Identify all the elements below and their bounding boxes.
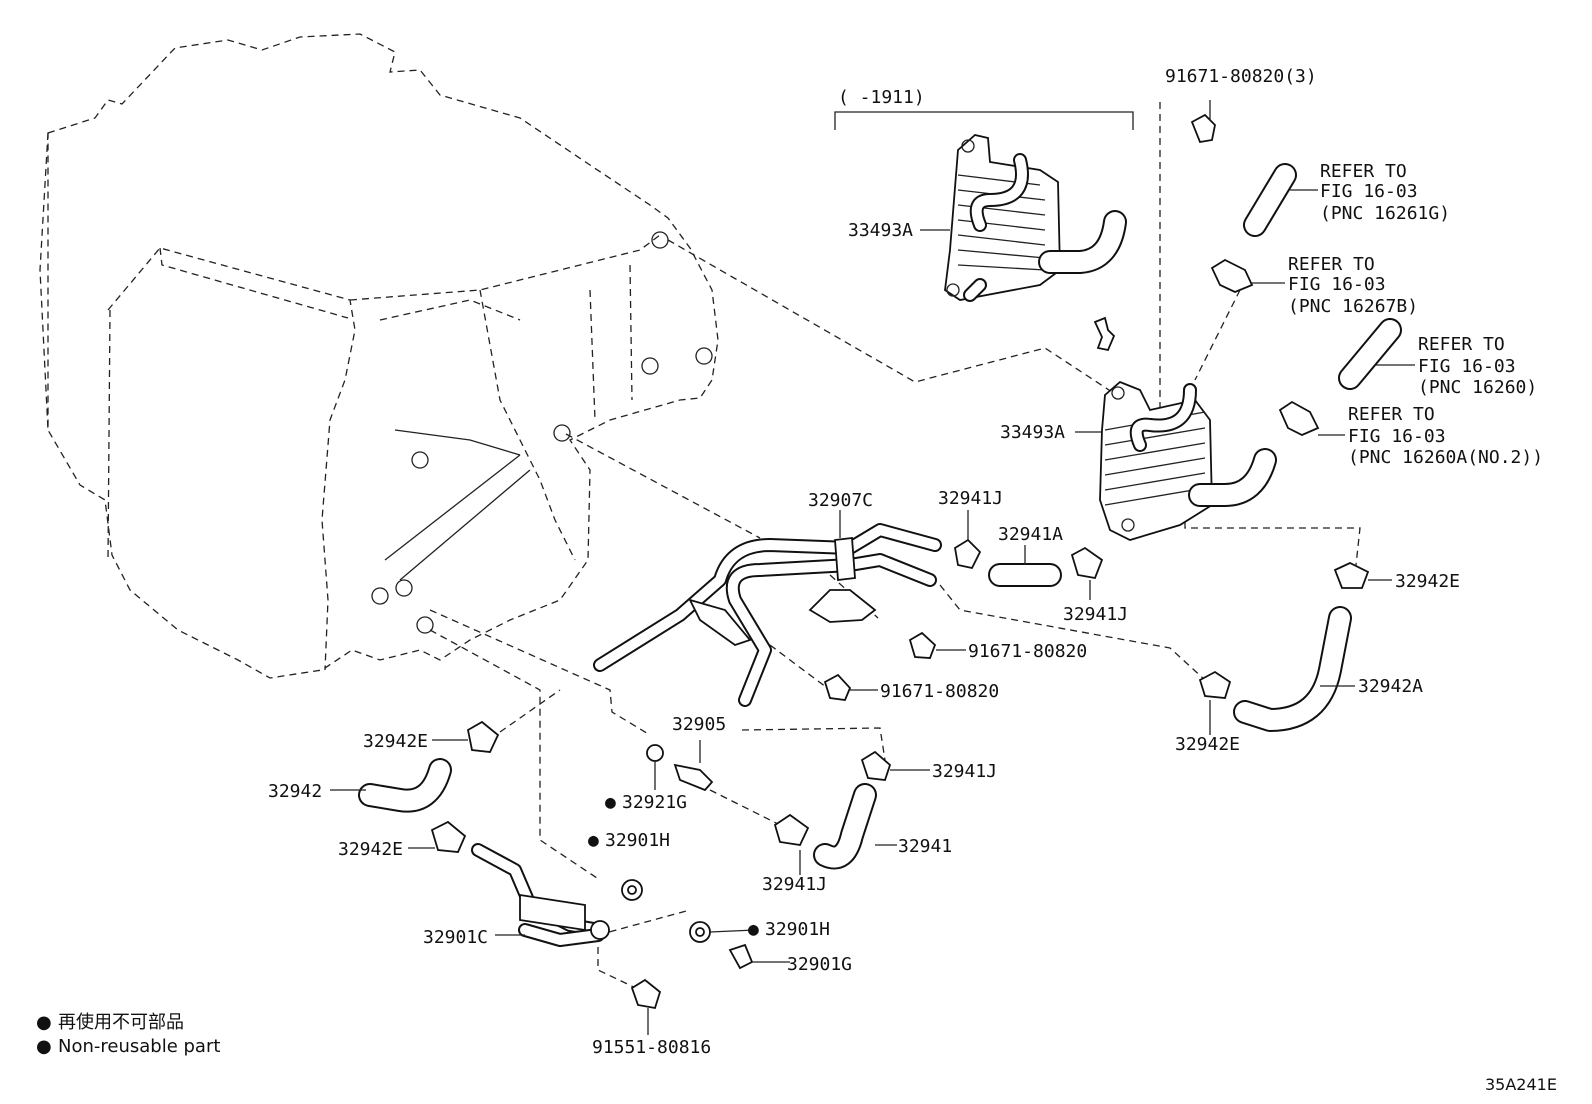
label-bolt-bottom: 91551-80816 bbox=[592, 1037, 711, 1058]
ref3-line2: FIG 16-03 bbox=[1418, 356, 1516, 377]
ref2-line1: REFER TO bbox=[1288, 254, 1375, 275]
legend-mark-1: ● bbox=[36, 1012, 52, 1033]
label-bolt-mid: 91671-80820 bbox=[968, 641, 1087, 662]
ref4-line2: FIG 16-03 bbox=[1348, 426, 1446, 447]
ref3-line1: REFER TO bbox=[1418, 334, 1505, 355]
label-clamp-right2: 32942E bbox=[1175, 734, 1240, 755]
label-sensor: 32905 bbox=[672, 714, 726, 735]
ref2-line3: (PNC 16267B) bbox=[1288, 296, 1418, 317]
part-labels: ( -1911) 33493A 33493A 91671-80820(3) 32… bbox=[268, 66, 1543, 1058]
label-cooler-lower: 33493A bbox=[1000, 422, 1065, 443]
label-union-bolt: 32901G bbox=[787, 954, 852, 975]
label-gasket-b: 32901H bbox=[765, 919, 830, 940]
ref1-line2: FIG 16-03 bbox=[1320, 181, 1418, 202]
label-hose-right: 32942A bbox=[1358, 676, 1423, 697]
legend-text-ja: 再使用不可部品 bbox=[58, 1012, 184, 1033]
ref2-line2: FIG 16-03 bbox=[1288, 274, 1386, 295]
non-reusable-mark-2: ● bbox=[588, 830, 599, 851]
label-bolt-mid2: 91671-80820 bbox=[880, 681, 999, 702]
oil-cooler-lower bbox=[1075, 380, 1277, 541]
label-hose-small: 32941A bbox=[998, 524, 1063, 545]
label-oring: 32921G bbox=[622, 792, 687, 813]
period-label: ( -1911) bbox=[838, 87, 925, 108]
ref4-line3: (PNC 16260A(NO.2)) bbox=[1348, 447, 1543, 468]
ref4-line1: REFER TO bbox=[1348, 404, 1435, 425]
ref3-line3: (PNC 16260) bbox=[1418, 377, 1537, 398]
label-hose-left: 32942 bbox=[268, 781, 322, 802]
label-clamp-a: 32941J bbox=[938, 488, 1003, 509]
legend-mark-2: ● bbox=[36, 1036, 52, 1057]
diagram-code: 35A241E bbox=[1485, 1075, 1557, 1094]
direction-arrow bbox=[1093, 316, 1116, 352]
label-pipe-left: 32901C bbox=[423, 927, 488, 948]
label-clamp-left2: 32942E bbox=[338, 839, 403, 860]
label-clamp-d: 32941J bbox=[762, 874, 827, 895]
ref1-line1: REFER TO bbox=[1320, 161, 1407, 182]
non-reusable-mark-3: ● bbox=[748, 919, 759, 940]
bolt-top-icon bbox=[1190, 100, 1216, 144]
legend: ● 再使用不可部品 ● Non-reusable part bbox=[36, 1012, 220, 1057]
label-bolt-top: 91671-80820(3) bbox=[1165, 66, 1317, 87]
oil-cooler-upper bbox=[834, 111, 1134, 302]
non-reusable-mark-1: ● bbox=[605, 792, 616, 813]
legend-text-en: Non-reusable part bbox=[58, 1036, 220, 1057]
label-cooler-upper: 33493A bbox=[848, 220, 913, 241]
label-hose-pipe: 32907C bbox=[808, 490, 873, 511]
label-clamp-right: 32942E bbox=[1395, 571, 1460, 592]
assembly-lines bbox=[429, 102, 1361, 991]
clamp-icons bbox=[330, 510, 1392, 1035]
ref-parts bbox=[1210, 163, 1415, 436]
label-gasket-a: 32901H bbox=[605, 830, 670, 851]
transmission-housing bbox=[39, 33, 719, 679]
label-clamp-b: 32941J bbox=[1063, 604, 1128, 625]
label-clamp-c: 32941J bbox=[932, 761, 997, 782]
ref1-line3: (PNC 16261G) bbox=[1320, 203, 1450, 224]
oil-pipe-assembly bbox=[593, 510, 942, 707]
label-hose-center: 32941 bbox=[898, 836, 952, 857]
label-clamp-left: 32942E bbox=[363, 731, 428, 752]
